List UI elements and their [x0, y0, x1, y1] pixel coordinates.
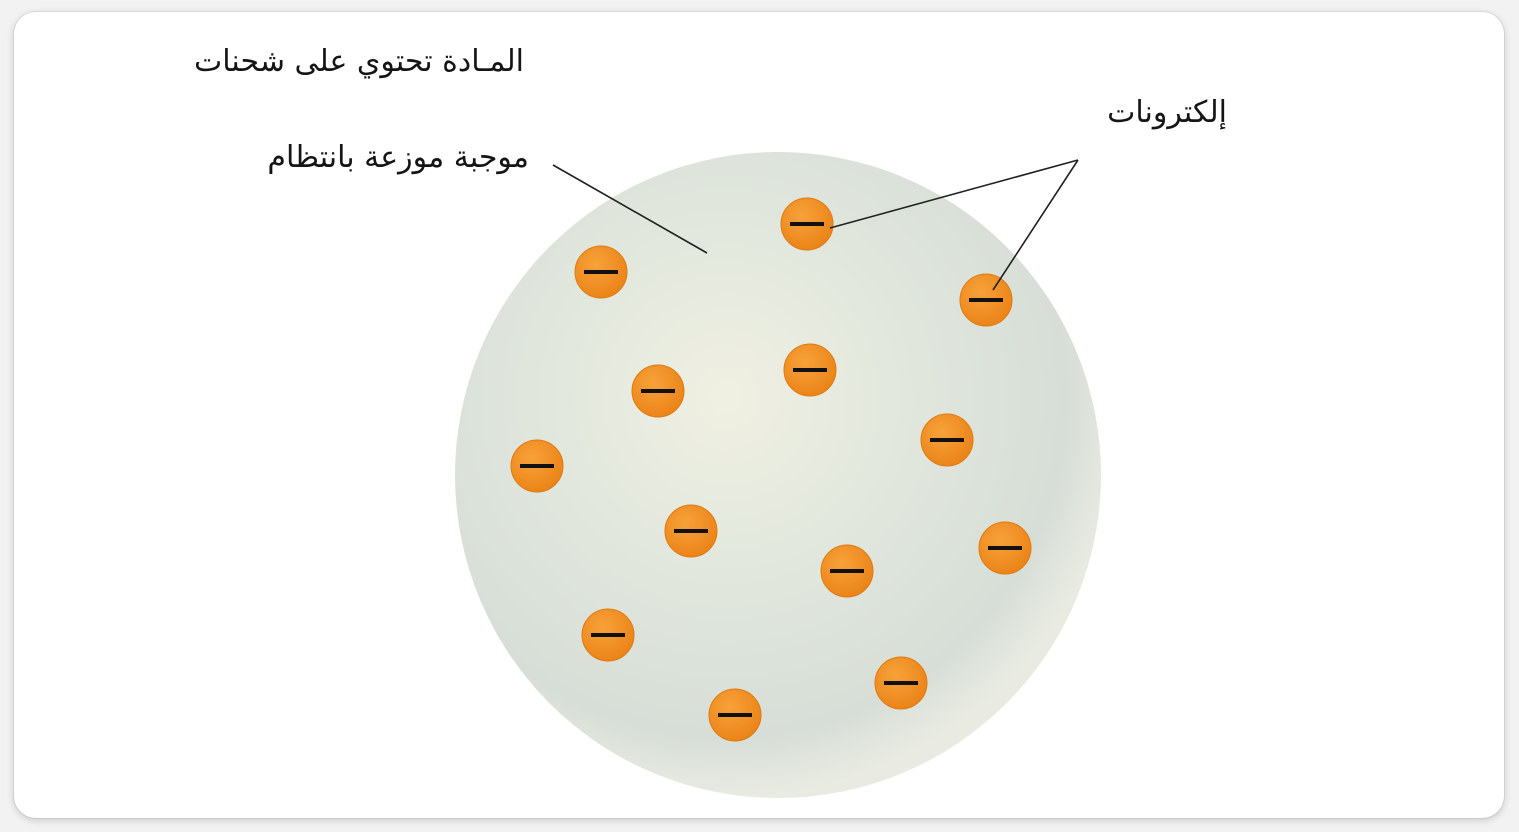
negative-sign-icon: [930, 438, 964, 442]
negative-sign-icon: [641, 389, 675, 393]
negative-sign-icon: [674, 529, 708, 533]
electron-6: [921, 414, 973, 466]
electron-8: [665, 505, 717, 557]
negative-sign-icon: [793, 368, 827, 372]
electron-9: [979, 522, 1031, 574]
electrons-label: إلكترونات: [1107, 95, 1227, 130]
electron-2: [575, 246, 627, 298]
negative-sign-icon: [988, 546, 1022, 550]
electron-10: [821, 545, 873, 597]
electron-5: [784, 344, 836, 396]
negative-sign-icon: [591, 633, 625, 637]
electron-3: [960, 274, 1012, 326]
electron-13: [709, 689, 761, 741]
electron-4: [632, 365, 684, 417]
electron-12: [875, 657, 927, 709]
title-label: المـادة تحتوي على شحنات: [194, 44, 524, 79]
negative-sign-icon: [830, 569, 864, 573]
electron-11: [582, 609, 634, 661]
electron-1: [781, 198, 833, 250]
negative-sign-icon: [718, 713, 752, 717]
negative-sign-icon: [584, 270, 618, 274]
negative-sign-icon: [790, 222, 824, 226]
negative-sign-icon: [884, 681, 918, 685]
negative-sign-icon: [969, 298, 1003, 302]
positive-charge-label: موجبة موزعة بانتظام: [267, 140, 529, 175]
electron-7: [511, 440, 563, 492]
negative-sign-icon: [520, 464, 554, 468]
